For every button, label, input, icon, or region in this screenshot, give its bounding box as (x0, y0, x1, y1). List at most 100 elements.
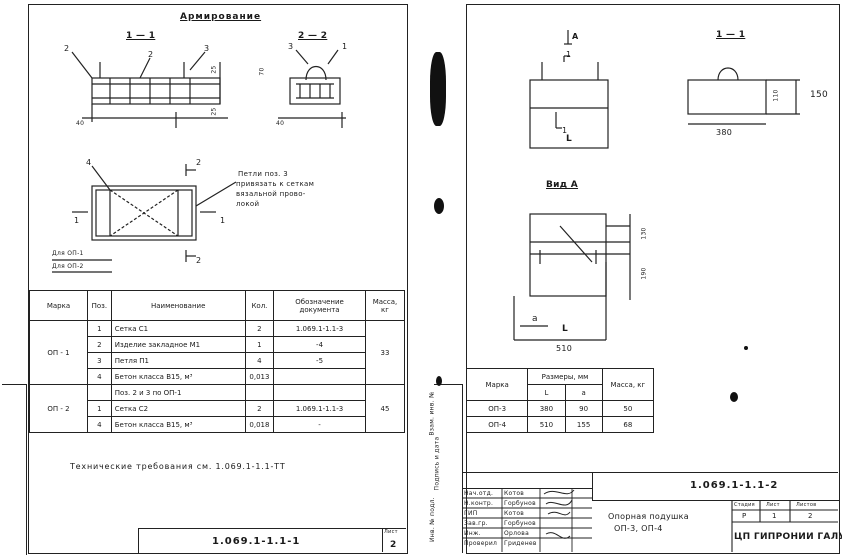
role-5: Инж. (464, 530, 481, 537)
left-stamp-box (138, 528, 406, 553)
right-margin-strip (434, 384, 463, 553)
right-sheet (466, 4, 840, 554)
spec-header-mass: Масса, кг (364, 290, 406, 321)
left-sheet-no-box (382, 528, 406, 552)
margin-label-3: Инв. № подл. (429, 497, 436, 542)
title-block-code: 1.069.1-1.1-2 (690, 480, 779, 491)
small-note-op1: Для ОП-1 (52, 250, 84, 257)
scan-speck (436, 376, 442, 386)
spec-header-pos: Поз. (87, 290, 112, 321)
tech-requirements: Технические требования см. 1.069.1-1.1-Т… (70, 462, 286, 471)
elevation-block (529, 79, 609, 149)
name-2: Горбунов (504, 500, 536, 507)
table-row: ОП - 1 1 Сетка С1 2 1.069.1-1.1-3 33 (29, 320, 406, 385)
table-row: 4 Бетон класса В15, м³ 0,018 - (30, 416, 405, 433)
name-4: Горбунов (504, 520, 536, 527)
plan-cut-2: 2 (196, 158, 202, 167)
name-6: Гриденев (504, 540, 537, 547)
spec-mass-op2: 45 (364, 384, 406, 433)
elev-cut-1: 1 (566, 50, 572, 59)
spec-header-name: Наименование (110, 290, 246, 321)
small-note-op2: Для ОП-2 (52, 263, 84, 270)
sizes-a: 155 (564, 416, 603, 433)
plan-note-line-1: Петли поз. 3 (238, 170, 288, 178)
sizes-mark: ОП-4 (465, 416, 529, 433)
signature-rows: Нач.отд. Н.контр. ГИП Зав.гр. Инж. Прове… (462, 488, 592, 552)
left-stamp-code: 1.069.1-1.1-1 (212, 536, 301, 547)
plan-cut-2b: 2 (196, 256, 202, 265)
title-line-2: ОП-3, ОП-4 (614, 524, 663, 533)
left-sheet (28, 4, 408, 554)
title-block-code-row (592, 472, 839, 501)
name-5: Орлова (504, 530, 530, 537)
viewa-dim-a: а (532, 314, 538, 324)
plan-note-line-3: вязальной прово- (236, 190, 306, 198)
view-a-plan (529, 213, 607, 297)
table-row: 3 Петля П1 4 -5 (30, 352, 405, 369)
sheet-value: 1 (772, 512, 777, 520)
view-a-label: Вид А (546, 180, 579, 190)
callout-2-section-2: 1 (342, 42, 348, 51)
section-1-1-label: 1 — 1 (716, 30, 746, 40)
sizes-header-mass: Масса, кг (601, 368, 655, 401)
section-1-1-block (687, 79, 767, 115)
role-6: Проверил (464, 540, 498, 547)
plan-callout-4: 4 (86, 158, 92, 167)
plan-cut-1: 1 (74, 216, 80, 225)
spec-header-doc: Обозначение документа (273, 290, 366, 321)
stage-value: Р (742, 512, 747, 520)
section-2-2-outline (289, 77, 341, 105)
spec-mark-op2: ОП - 2 (29, 384, 88, 433)
plan-note-line-2: привязать к сеткам (236, 180, 315, 188)
name-1: Котов (504, 490, 525, 497)
title-line-1: Опорная подушка (608, 512, 689, 521)
sheets-value: 2 (808, 512, 813, 520)
reinforcement-title: Армирование (180, 12, 262, 22)
dim-150: 150 (810, 90, 829, 100)
signature-grid (462, 488, 592, 553)
spec-header-mark: Марка (29, 290, 88, 321)
table-row: ОП-4 510 155 68 (465, 416, 655, 433)
scan-speck (434, 198, 444, 214)
callout-3: 3 (204, 44, 210, 53)
spec-table: Марка Поз. Наименование Кол. Обозначение… (29, 290, 406, 433)
elev-dim-L: L (566, 134, 573, 144)
spec-mass-op1: 33 (364, 320, 406, 385)
spec-mark-op1: ОП - 1 (29, 320, 88, 385)
name-3: Котов (504, 510, 525, 517)
sizes-table: Марка Размеры, мм Масса, кг L а ОП-3 380… (465, 368, 655, 433)
view-a-arrow-label: А (572, 32, 579, 41)
scan-speck (744, 346, 748, 350)
viewa-dim-510: 510 (556, 344, 573, 353)
margin-label-2: Подпись и дата (433, 436, 441, 491)
plan-note-line-4: локой (236, 200, 260, 208)
spec-name: Бетон класса В15, м³ (110, 416, 246, 433)
dim-40-left: 40 (76, 120, 85, 127)
plan-cut-1b: 1 (220, 216, 226, 225)
sizes-mass: 68 (601, 416, 655, 433)
role-3: ГИП (464, 510, 478, 517)
loop-2-2 (305, 65, 327, 81)
dim-380: 380 (716, 128, 733, 137)
left-sheet-label: Лист (384, 529, 398, 535)
margin-label-1: Взам. инв. № (428, 391, 436, 436)
plan-outer (91, 185, 197, 241)
elev-cut-1b: 1 (562, 126, 568, 135)
viewa-dim-L: L (562, 324, 569, 334)
spec-doc: - (273, 416, 366, 433)
title-block (462, 472, 838, 553)
view-1-1-label: 1 — 1 (126, 31, 156, 41)
left-sheet-no: 2 (390, 540, 397, 550)
callout-2-top: 2 (148, 50, 154, 59)
table-row: ОП - 2 Поз. 2 и 3 по ОП-1 45 (29, 384, 406, 433)
sheet-header: Лист (766, 502, 780, 508)
role-4: Зав.гр. (464, 520, 488, 527)
callout-2: 2 (64, 44, 70, 53)
left-margin-strip (2, 384, 27, 555)
stage-header: Стадия (734, 502, 755, 508)
scan-blot (430, 52, 446, 126)
dim-40-right: 40 (276, 120, 285, 127)
